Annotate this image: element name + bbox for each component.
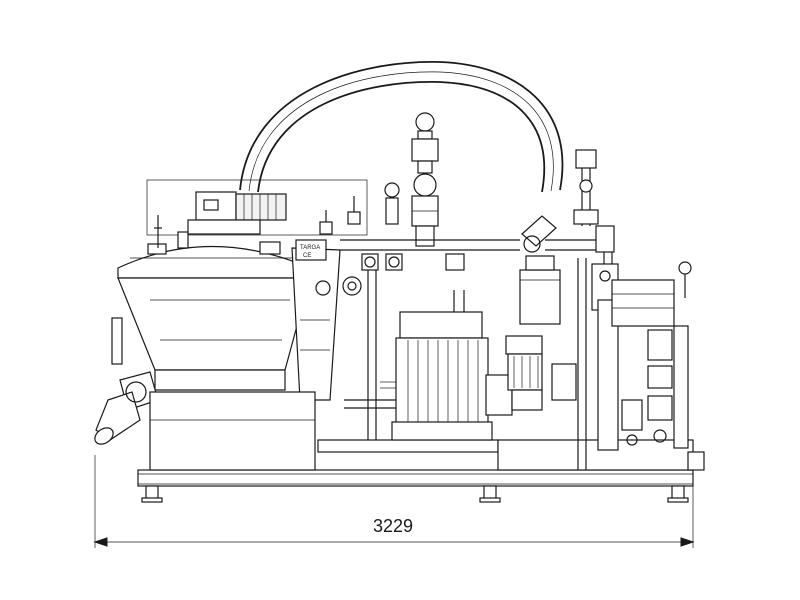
valve-stack (384, 112, 439, 247)
hinge-column (291, 247, 362, 401)
nameplate: TARGA CE (295, 239, 327, 261)
separator-vessel (519, 215, 561, 325)
pipework (340, 225, 615, 440)
dimension-value: 3229 (373, 516, 413, 536)
aux-pump-motor (505, 335, 577, 411)
nameplate-label: TARGA (300, 245, 320, 251)
overall-length-dimension: 3229 (93, 455, 695, 548)
hopper-tank (117, 215, 311, 391)
levelling-feet (141, 485, 689, 503)
control-panel-frame (146, 179, 368, 236)
discharge-elbow (94, 317, 159, 445)
right-instrument-column (573, 149, 705, 471)
pressure-gauges (319, 196, 361, 235)
main-electric-motor (391, 290, 513, 441)
top-gearmotor (187, 191, 287, 235)
ce-mark: CE (303, 253, 311, 259)
base-frame (137, 391, 694, 487)
flexible-hose (239, 61, 564, 193)
